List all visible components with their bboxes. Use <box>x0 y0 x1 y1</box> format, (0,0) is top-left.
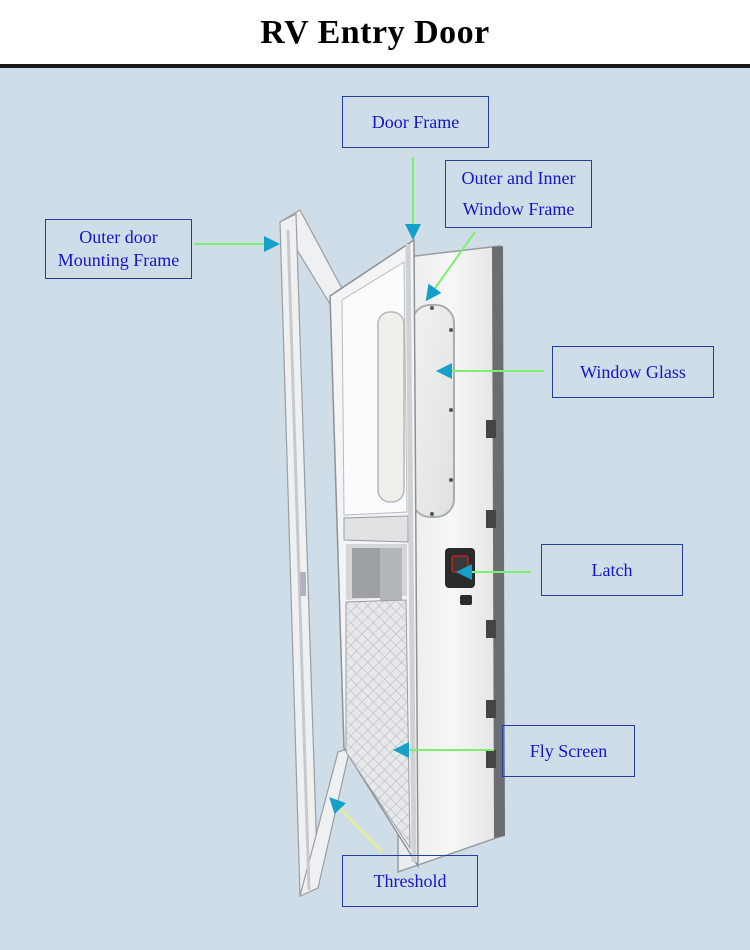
label-window-glass: Window Glass <box>552 346 714 398</box>
label-door-frame: Door Frame <box>342 96 489 148</box>
label-window-frame: Outer and Inner Window Frame <box>445 160 592 228</box>
label-fly-screen: Fly Screen <box>502 725 635 777</box>
window-glass-shape <box>412 305 454 517</box>
label-mounting-frame: Outer door Mounting Frame <box>45 219 192 279</box>
label-latch: Latch <box>541 544 683 596</box>
arrow-threshold <box>332 800 382 852</box>
label-threshold: Threshold <box>342 855 478 907</box>
